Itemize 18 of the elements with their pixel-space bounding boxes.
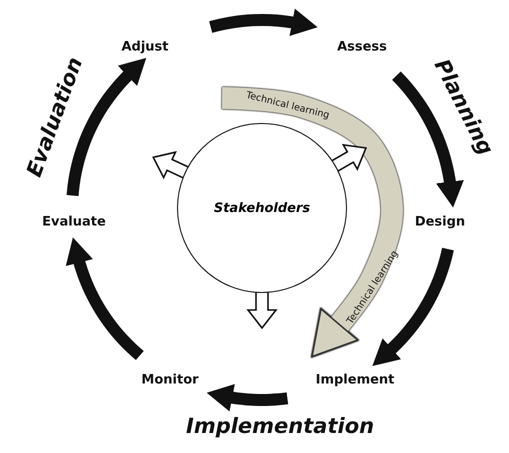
cycle-arrow (392, 72, 464, 208)
step-label: Monitor (141, 372, 199, 388)
step-label: Design (414, 214, 466, 230)
phase-label: Implementation (186, 414, 374, 438)
learning-arrow (222, 87, 403, 358)
step-label: Adjust (121, 40, 169, 54)
cycle-arrow (66, 237, 144, 360)
step-label: Assess (337, 40, 387, 54)
cycle-arrow (209, 8, 318, 36)
cycle-arrow (206, 384, 288, 412)
hollow-arrow (152, 151, 190, 180)
cycle-arrow (372, 248, 454, 366)
cycle-arrow (66, 58, 146, 196)
node-label: Stakeholders (214, 200, 310, 216)
hollow-arrow (246, 291, 278, 330)
step-label: Evaluate (42, 214, 106, 230)
hollow-arrow (330, 144, 368, 172)
step-label: Implement (316, 372, 394, 388)
